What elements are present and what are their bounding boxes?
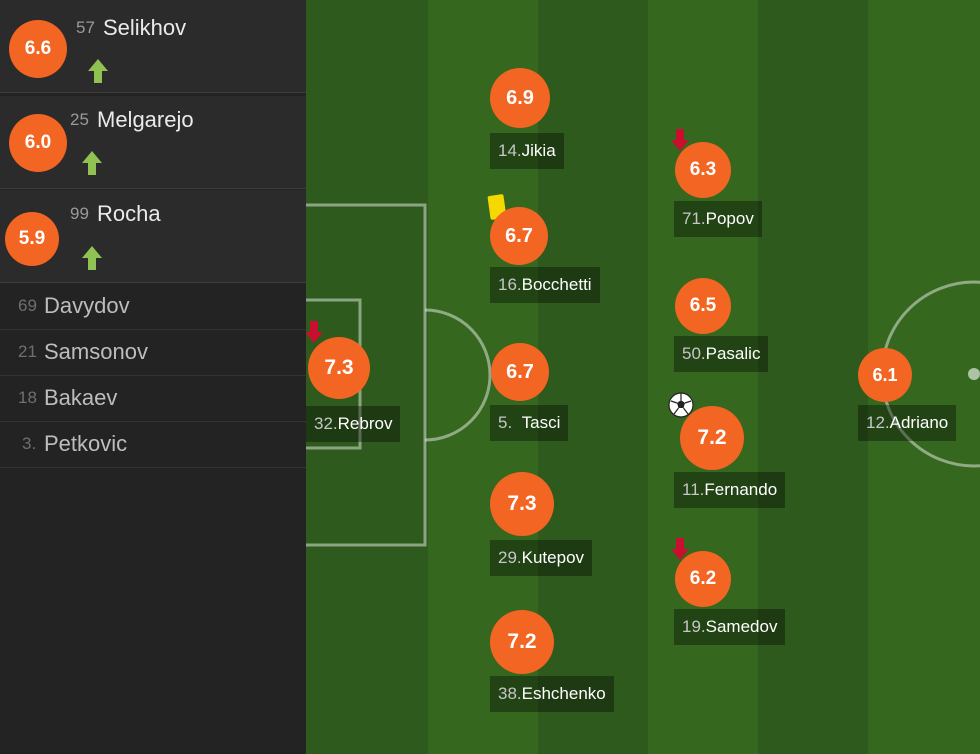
player-name: Bakaev xyxy=(44,385,118,410)
football-pitch: 7.3 32.Rebrov 6.9 14.Jikia 6.7 16.Bocche… xyxy=(306,0,980,754)
player-number: 12. xyxy=(866,413,890,432)
player-number: 16. xyxy=(498,275,522,294)
rating-badge: 7.3 xyxy=(490,472,554,536)
player-number: 18 xyxy=(18,388,37,407)
player-number: 71. xyxy=(682,209,706,228)
arrow-down-icon xyxy=(306,321,323,343)
rating-badge: 6.9 xyxy=(490,68,550,128)
player-name: Kutepov xyxy=(521,548,585,567)
player-number: 57 xyxy=(76,18,95,37)
player-number: 29. xyxy=(498,548,522,567)
unused-sub-item[interactable]: 21 Samsonov xyxy=(0,329,306,376)
sub-on-item[interactable]: 6.6 57 Selikhov xyxy=(0,0,306,93)
player-number: 25 xyxy=(70,110,89,129)
player-name: Samedov xyxy=(705,617,778,636)
player-number: 32. xyxy=(314,414,338,433)
player-number: 69 xyxy=(18,296,37,315)
football-icon xyxy=(668,392,694,418)
arrow-up-icon xyxy=(82,151,102,175)
unused-sub-item[interactable]: 69 Davydov xyxy=(0,283,306,330)
player-name: Melgarejo xyxy=(97,107,194,132)
player-number: 5. xyxy=(498,413,513,432)
player-number: 14. xyxy=(498,141,522,160)
player-name: Davydov xyxy=(44,293,130,318)
player-name: Pasalic xyxy=(705,344,761,363)
player-name: Bocchetti xyxy=(521,275,592,294)
player-label: 29.Kutepov xyxy=(490,540,593,576)
player-name: Jikia xyxy=(521,141,556,160)
rating-badge: 6.7 xyxy=(491,343,549,401)
player-name: Adriano xyxy=(889,413,949,432)
unused-sub-item[interactable]: 3. Petkovic xyxy=(0,421,306,468)
arrow-down-icon xyxy=(671,538,689,560)
substitutes-panel: 6.6 57 Selikhov 6.0 25 Melgarejo 5.9 99 … xyxy=(0,0,306,754)
player-name: Fernando xyxy=(704,480,778,499)
player-label: 12.Adriano xyxy=(858,405,957,441)
player-number: 21 xyxy=(18,342,37,361)
player-number: 19. xyxy=(682,617,706,636)
player-label: 38.Eshchenko xyxy=(490,676,614,712)
rating-badge: 6.0 xyxy=(9,114,67,172)
rating-badge: 5.9 xyxy=(5,212,59,266)
player-label: 16.Bocchetti xyxy=(490,267,600,303)
unused-sub-item[interactable]: 18 Bakaev xyxy=(0,375,306,422)
arrow-up-icon xyxy=(82,246,102,270)
player-label: 14.Jikia xyxy=(490,133,564,169)
player-name: Rocha xyxy=(97,201,161,226)
sub-on-item[interactable]: 6.0 25 Melgarejo xyxy=(0,96,306,189)
player-number: 99 xyxy=(70,204,89,223)
player-name: Selikhov xyxy=(103,15,187,40)
rating-badge: 6.3 xyxy=(675,142,731,198)
rating-badge: 6.2 xyxy=(675,551,731,607)
player-number: 3. xyxy=(22,434,37,453)
player-name: Eshchenko xyxy=(521,684,606,703)
arrow-down-icon xyxy=(671,129,689,151)
rating-badge: 6.6 xyxy=(9,20,67,78)
rating-badge: 6.7 xyxy=(490,207,548,265)
player-label: 32.Rebrov xyxy=(306,406,401,442)
pitch-stripe xyxy=(758,0,868,754)
player-number: 50. xyxy=(682,344,706,363)
rating-badge: 7.2 xyxy=(490,610,554,674)
arrow-up-icon xyxy=(88,59,108,83)
pitch-stripe xyxy=(538,0,648,754)
rating-badge: 6.5 xyxy=(675,278,731,334)
player-label: 11.Fernando xyxy=(674,472,786,508)
player-name: Petkovic xyxy=(44,431,128,456)
player-number: 11. xyxy=(682,480,705,499)
player-label: 71.Popov xyxy=(674,201,762,237)
player-name: Rebrov xyxy=(337,414,393,433)
rating-badge: 7.2 xyxy=(680,406,744,470)
player-name: Tasci xyxy=(521,413,561,432)
rating-badge: 6.1 xyxy=(858,348,912,402)
player-name: Popov xyxy=(705,209,754,228)
player-number: 38. xyxy=(498,684,522,703)
rating-badge: 7.3 xyxy=(308,337,370,399)
player-label: 5. Tasci xyxy=(490,405,569,441)
player-label: 50.Pasalic xyxy=(674,336,769,372)
sub-on-item[interactable]: 5.9 99 Rocha xyxy=(0,190,306,283)
player-label: 19.Samedov xyxy=(674,609,786,645)
pitch-stripe xyxy=(648,0,758,754)
player-name: Samsonov xyxy=(44,339,148,364)
